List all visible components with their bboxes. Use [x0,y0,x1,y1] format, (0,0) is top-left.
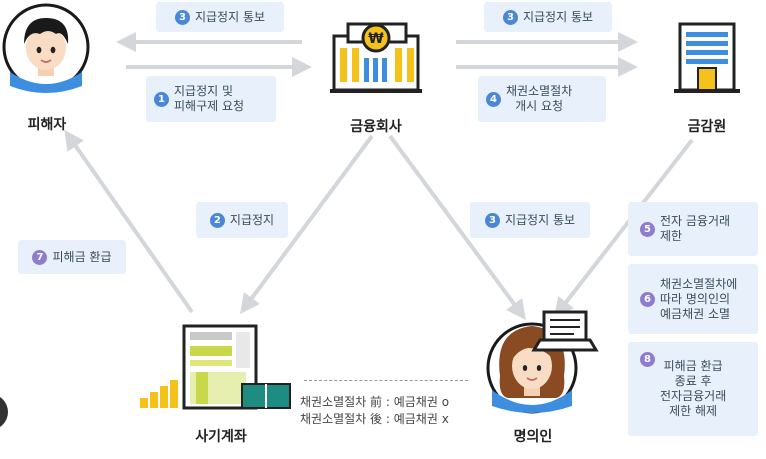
step-text-line-1: 전자 금융거래 [660,214,731,228]
step-text-line-1: 채권소멸절차에 [660,276,738,291]
step-4: 4 채권소멸절차 개시 요청 [478,76,606,122]
step-text-line-2: 개시 요청 [515,99,564,113]
step-text: 지급정지 [229,212,275,227]
edge-circle-decoration [0,397,8,427]
label-fss: 금감원 [687,119,727,135]
step-1: 1 지급정지 및 피해구제 요청 [146,76,276,122]
fraud-account-icon [140,324,291,410]
arrow-fss-to-holder [553,138,694,318]
step-text-line-2: 따라 명의인의 [660,291,731,306]
step-number-badge: 1 [154,91,169,107]
label-fraud-account: 사기계좌 [195,429,247,445]
step-text-line-1: 피해금 환급 [663,359,723,373]
fss-building-icon [674,22,740,93]
step-text-line-2: 제한 [660,229,683,243]
step-8: 8 피해금 환급 종료 후 전자금융거래 제한 해제 [628,342,758,436]
note-after: 채권소멸절차 後 : 예금채권 x [300,412,449,426]
bank-building-icon: ₩ [330,22,422,93]
step-number-badge: 3 [174,9,190,25]
step-2: 2 지급정지 [196,202,288,238]
step-3-middle: 3 지급정지 통보 [470,202,590,238]
step-number-badge: 8 [640,352,655,367]
step-text: 지급정지 통보 [504,212,576,227]
step-text-line-1: 지급정지 및 [174,84,234,98]
step-number-badge: 7 [32,249,48,265]
step-text-line-1: 채권소멸절차 [506,84,573,98]
step-text-line-2: 피해구제 요청 [174,99,245,113]
arrow-fraud-to-victim [64,129,194,314]
step-text-line-3: 예금채권 소멸 [660,306,731,321]
step-3-top-left: 3 지급정지 통보 [156,2,284,32]
step-number-badge: 3 [484,212,500,228]
flow-arrows [64,32,694,321]
step-text-line-4: 제한 해제 [669,404,718,418]
step-text-line-3: 전자금융거래 [660,389,727,403]
arrow-company-to-fraud [240,134,374,315]
step-text-line-2: 종료 후 [674,374,712,388]
step-text: 지급정지 통보 [194,9,266,24]
step-number-badge: 3 [502,9,518,25]
step-number-badge: 6 [640,291,655,307]
victim-avatar-icon [2,3,90,93]
note-before: 채권소멸절차 前 : 예금채권 o [300,395,450,409]
step-3-top-right: 3 지급정지 통보 [484,2,612,32]
step-number-badge: 2 [209,212,225,228]
step-number-badge: 5 [640,221,655,237]
step-7: 7 피해금 환급 [18,240,126,274]
label-victim: 피해자 [27,117,67,133]
step-text: 지급정지 통보 [522,9,594,24]
step-number-badge: 4 [486,91,501,107]
step-6: 6 채권소멸절차에 따라 명의인의 예금채권 소멸 [628,264,758,334]
step-text: 피해금 환급 [52,249,112,264]
arrow-company-to-holder [388,134,526,321]
dashed-separator [304,380,468,381]
won-symbol: ₩ [368,31,384,47]
label-financial-company: 금융회사 [350,119,402,135]
step-5: 5 전자 금융거래 제한 [628,202,758,256]
label-account-holder: 명의인 [513,429,553,445]
account-holder-avatar-icon [486,310,599,414]
